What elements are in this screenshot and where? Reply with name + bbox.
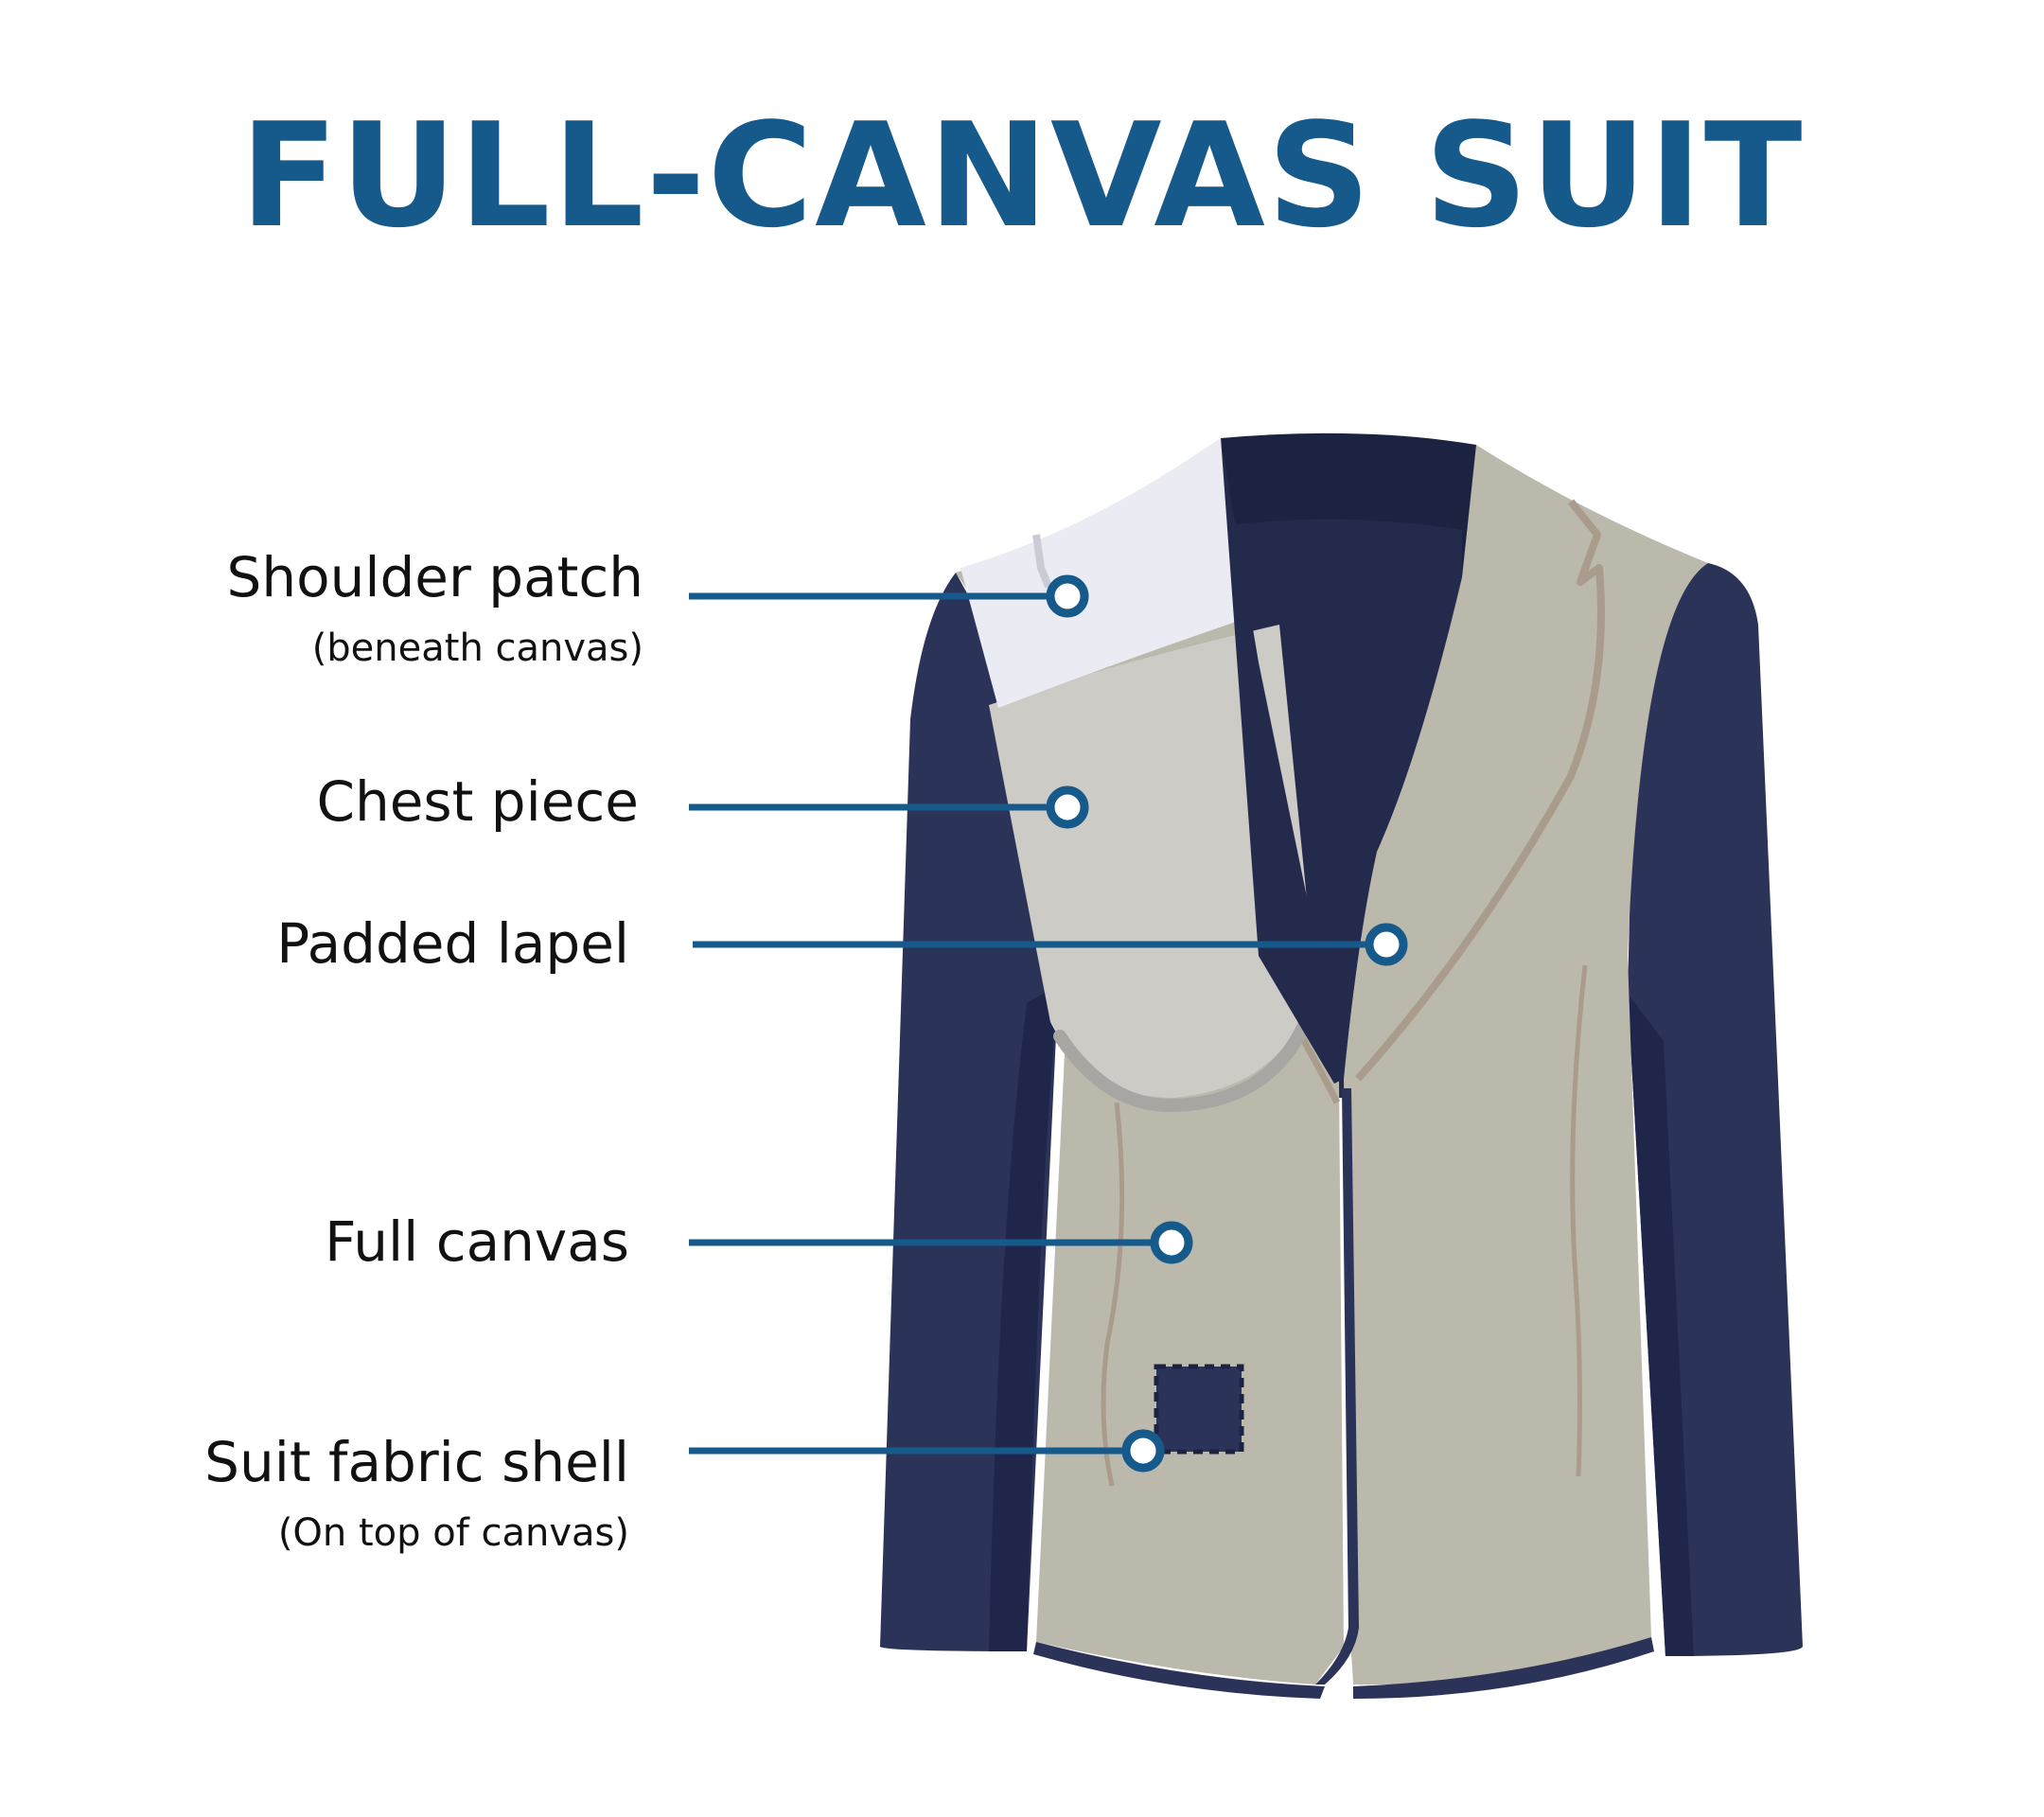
label-padded-lapel: Padded lapel [276,910,629,977]
chest-piece [989,625,1315,1098]
marker-dot [1150,1221,1193,1264]
page-title: FULL-CANVAS SUIT [239,92,1805,259]
hem-right [1353,1637,1654,1699]
label-padded-lapel-main: Padded lapel [276,911,629,976]
marker-dot [1365,923,1408,966]
label-suit-fabric-shell-main: Suit fabric shell [204,1430,629,1494]
label-full-canvas: Full canvas [325,1208,629,1275]
label-suit-fabric-shell-sub: (On top of canvas) [277,1511,629,1555]
fabric-swatch [1154,1364,1244,1455]
label-full-canvas-main: Full canvas [325,1209,629,1274]
right-sleeve-shade [1628,994,1694,1656]
shoulder-patch-fold [1032,534,1052,589]
label-shoulder-patch-main: Shoulder patch [226,545,643,609]
chest-piece-edge [1053,982,1324,1113]
marker-dot [1046,785,1089,829]
label-shoulder-patch: Shoulder patch (beneath canvas) [227,544,643,673]
label-shoulder-patch-sub: (beneath canvas) [311,626,643,670]
left-sleeve-shade [989,984,1060,1651]
label-chest-piece: Chest piece [316,768,639,835]
lapel-stitch-right [1355,499,1605,1082]
front-edge [1315,1088,1359,1685]
jacket-front-right [1344,445,1708,1685]
marker-dot [1121,1429,1165,1473]
seam-left [1101,1102,1125,1487]
lapel-notch-left [1293,1025,1341,1104]
label-chest-piece-main: Chest piece [316,769,639,834]
lapel-inner [1221,438,1344,1084]
hem-left [1033,1642,1325,1699]
marker-dot [1046,574,1089,618]
seam-right [1570,964,1588,1477]
label-suit-fabric-shell: Suit fabric shell (On top of canvas) [204,1429,629,1558]
shoulder-patch [960,438,1242,708]
